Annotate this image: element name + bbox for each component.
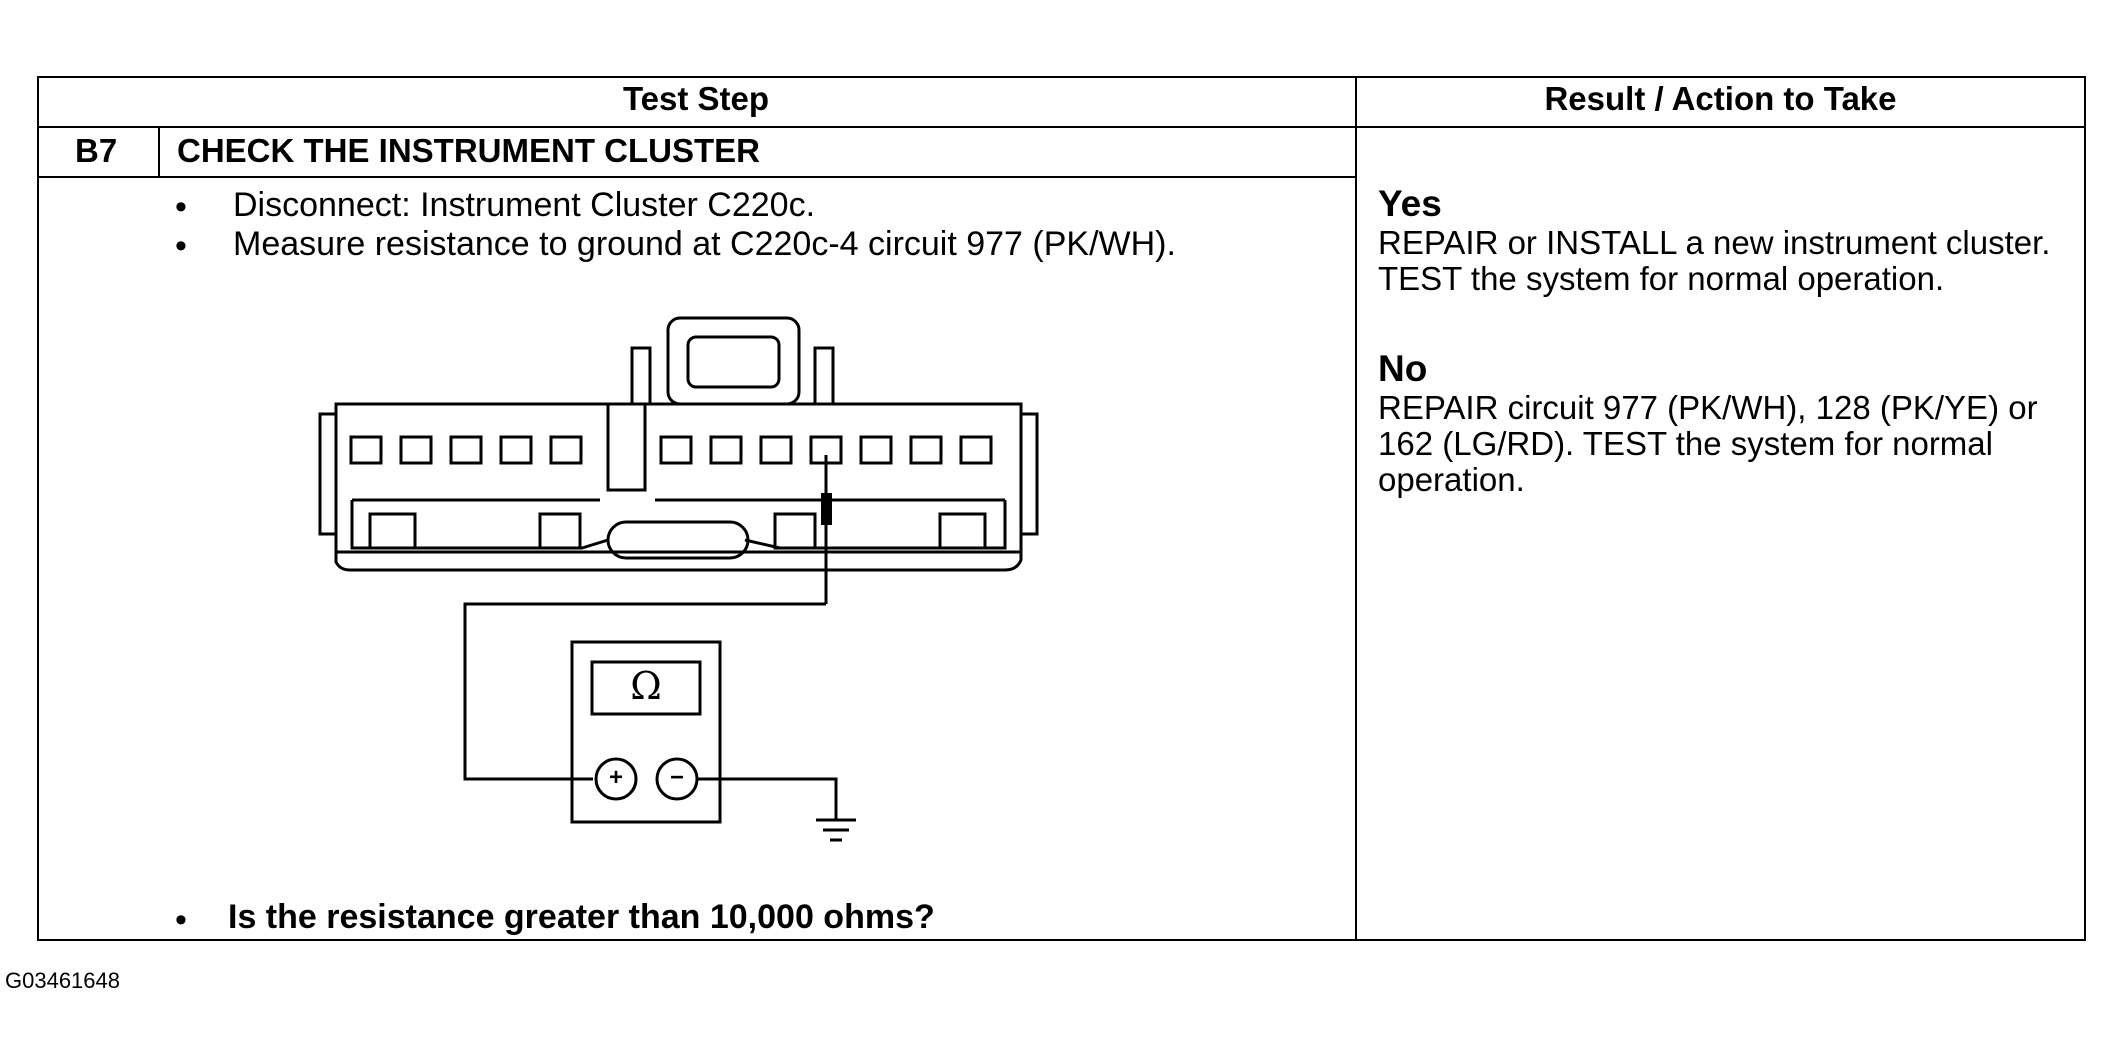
result-no-label: No [1378, 348, 1428, 389]
bullet-marker-1: • [175, 188, 187, 226]
meter-positive-terminal [594, 757, 638, 801]
negative-lead [698, 777, 838, 820]
connector-center-divider [606, 404, 647, 492]
meter-body [570, 640, 722, 824]
connector-c220c [318, 316, 1039, 572]
pin-cavity [399, 435, 433, 465]
result-yes-label: Yes [1378, 183, 1442, 224]
table-left-border [37, 76, 39, 941]
header-test-step: Test Step [622, 80, 770, 117]
header-divider [37, 126, 2086, 128]
table-right-border [2084, 76, 2086, 941]
pin-cavity [549, 435, 583, 465]
connector-housing [334, 402, 1023, 554]
step-bullet-1: Disconnect: Instrument Cluster C220c. [233, 186, 816, 224]
result-no-text: REPAIR circuit 977 (PK/WH), 128 (PK/YE) … [1378, 389, 2038, 498]
pin-cavity [659, 435, 693, 465]
plus-symbol: + [608, 764, 623, 791]
step-id: B7 [75, 132, 118, 169]
ohmmeter [570, 640, 722, 824]
pin-cavity [859, 435, 893, 465]
header-result-action: Result / Action to Take [1544, 80, 1897, 117]
meter-display [590, 660, 702, 716]
connector-slot-left-a [368, 512, 417, 550]
step-title-divider [37, 176, 1357, 178]
connector-post-left [630, 346, 652, 406]
result-yes-text: REPAIR or INSTALL a new instrument clust… [1378, 224, 2051, 297]
connector-base [334, 552, 1023, 572]
connector-post-right [813, 346, 835, 406]
test-probe [821, 455, 832, 604]
connector-tab-left [318, 412, 338, 536]
pin-cavity [499, 435, 533, 465]
connector-tab-right [1019, 412, 1039, 536]
pin-cavity [349, 435, 383, 465]
meter-leads [463, 602, 838, 820]
meter-negative-terminal [655, 757, 699, 801]
positive-lead [463, 602, 826, 781]
pin-cavity [709, 435, 743, 465]
column-divider [1355, 76, 1357, 941]
step-id-divider [158, 127, 160, 177]
connector-lower-left-channel [350, 500, 609, 550]
connector-lower-right-channel [744, 500, 1007, 550]
connector-slot-right-b [938, 512, 987, 550]
step-bullet-2: Measure resistance to ground at C220c-4 … [233, 225, 1176, 263]
pin-cavity [959, 435, 993, 465]
figure-id: G03461648 [5, 968, 120, 993]
pin-cavity [449, 435, 483, 465]
table-top-border [37, 76, 2086, 78]
step-title: CHECK THE INSTRUMENT CLUSTER [177, 132, 760, 169]
bullet-marker-question: • [175, 901, 187, 939]
connector-slot-left-b [538, 512, 582, 550]
step-question: Is the resistance greater than 10,000 oh… [228, 898, 935, 936]
minus-symbol: − [669, 764, 684, 791]
connector-center-oval [606, 520, 750, 560]
pin-cavity [909, 435, 943, 465]
connector-slot-right-a [773, 512, 817, 550]
bullet-marker-2: • [175, 227, 187, 265]
table-bottom-border [37, 939, 2086, 941]
connector-pin-cavities [349, 435, 993, 465]
ohm-symbol: Ω [630, 664, 662, 708]
pin-cavity [759, 435, 793, 465]
ground-symbol-icon [816, 818, 856, 842]
